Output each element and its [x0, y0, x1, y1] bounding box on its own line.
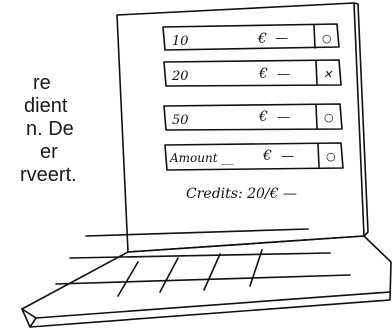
amount-field[interactable]: —	[277, 67, 290, 82]
amount-label: 50	[172, 113, 189, 128]
currency-symbol: €	[258, 66, 268, 82]
keyboard-line	[118, 262, 138, 296]
amount-row-box	[164, 104, 342, 130]
amount-field[interactable]: —	[277, 110, 290, 125]
select-checkbox[interactable]: ○	[326, 150, 336, 163]
select-checkbox[interactable]: ○	[324, 111, 334, 124]
amount-label: 10	[172, 34, 189, 49]
credits-text: Credits: 20/€ —	[186, 186, 297, 202]
currency-symbol: €	[258, 109, 268, 125]
amount-row-20[interactable]: 20 € — ✕	[164, 60, 341, 86]
keyboard-line	[86, 229, 308, 236]
laptop-base	[22, 229, 391, 327]
amount-row-box	[163, 24, 339, 50]
amount-row-10[interactable]: 10 € — ○	[163, 24, 339, 50]
row-divider	[316, 105, 317, 128]
keyboard-line	[160, 258, 178, 292]
amount-row-50[interactable]: 50 € — ○	[164, 104, 342, 130]
amount-label: 20	[171, 69, 189, 84]
row-divider	[316, 61, 317, 84]
keyboard-line	[70, 253, 330, 258]
keyboard-line	[204, 254, 220, 290]
amount-row-custom[interactable]: Amount __ € — ○	[165, 143, 343, 170]
amount-field[interactable]: —	[281, 149, 294, 164]
select-checkbox-checked[interactable]: ✕	[323, 68, 333, 81]
amount-row-box	[164, 60, 341, 86]
row-divider	[314, 25, 315, 48]
custom-amount-label[interactable]: Amount __	[169, 151, 233, 165]
keyboard-line	[250, 250, 262, 286]
currency-symbol: €	[262, 148, 272, 164]
row-divider	[318, 144, 319, 167]
select-checkbox[interactable]: ○	[322, 32, 332, 45]
currency-symbol: €	[257, 31, 267, 47]
amount-field[interactable]: —	[275, 31, 288, 46]
keyboard-line	[56, 275, 350, 284]
